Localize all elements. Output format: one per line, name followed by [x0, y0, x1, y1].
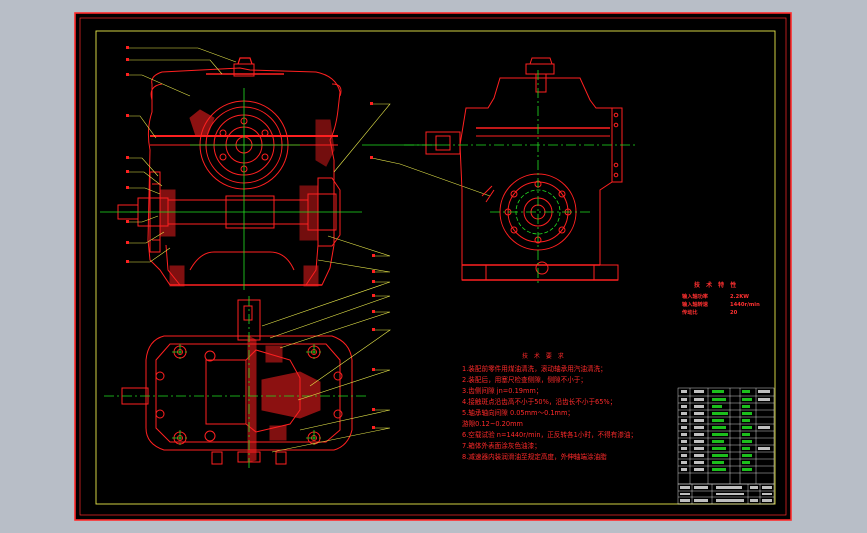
tech-note-line: 7.箱体外表面涂灰色油漆；	[462, 441, 541, 450]
tech-notes-title: 技 术 要 求	[522, 352, 566, 360]
parts-list	[677, 387, 775, 485]
spec-value: 1440r/min	[730, 302, 760, 308]
spec-label: 输入轴功率	[682, 292, 709, 300]
drawing-frame-inner	[95, 30, 776, 505]
tech-note-line: 1.装配前零件用煤油清洗，滚动轴承用汽油清洗；	[462, 364, 607, 373]
top-view-leaders	[261, 281, 391, 453]
side-view-centerlines	[404, 70, 636, 285]
spec-value: 20	[730, 310, 738, 316]
technical-notes: 技 术 要 求 1.装配前零件用煤油清洗，滚动轴承用汽油清洗； 2.装配后，用塞…	[462, 352, 637, 461]
title-block	[677, 483, 775, 505]
parts-list-cells	[712, 390, 752, 471]
spec-value: 2.2KW	[730, 294, 749, 300]
top-view	[121, 299, 353, 465]
tech-note-line: 6.空载试验 n=1440r/min，正反转各1小时，不得有渗油；	[462, 430, 637, 439]
tech-note-line: 4.接触斑点沿齿高不小于50%，沿齿长不小于65%；	[462, 397, 616, 406]
top-view-leader-tags	[372, 280, 375, 429]
tech-note-line: 2.装配后，用塞尺检查侧隙，侧隙不小于；	[462, 375, 587, 384]
tech-note-line: 5.轴承轴向间隙 0.05mm～0.1mm；	[462, 408, 574, 417]
spec-title: 技 术 特 性	[694, 281, 738, 289]
tech-note-line: 8.减速器内装润滑油至规定高度，外伸轴端涂油脂	[462, 452, 607, 461]
drawing-frame-outer	[79, 17, 787, 516]
spec-label: 输入轴转速	[682, 300, 709, 308]
drawing-sheet	[74, 12, 792, 521]
side-view-hidden-circle	[515, 189, 561, 235]
front-view-leader-tags	[126, 46, 375, 273]
title-block-marks	[680, 486, 772, 502]
tech-note-line: 游隙0.12~0.20mm	[462, 419, 523, 428]
spec-label: 传动比	[681, 308, 698, 316]
technical-characteristics: 技 术 特 性 输入轴功率 2.2KW 输入轴转速 1440r/min 传动比 …	[681, 281, 760, 316]
top-view-centerlines	[104, 296, 366, 468]
tech-note-line: 3.齿侧间隙 jn=0.19mm；	[462, 386, 542, 395]
parts-list-index	[681, 390, 770, 471]
front-view-leaders	[128, 47, 491, 273]
